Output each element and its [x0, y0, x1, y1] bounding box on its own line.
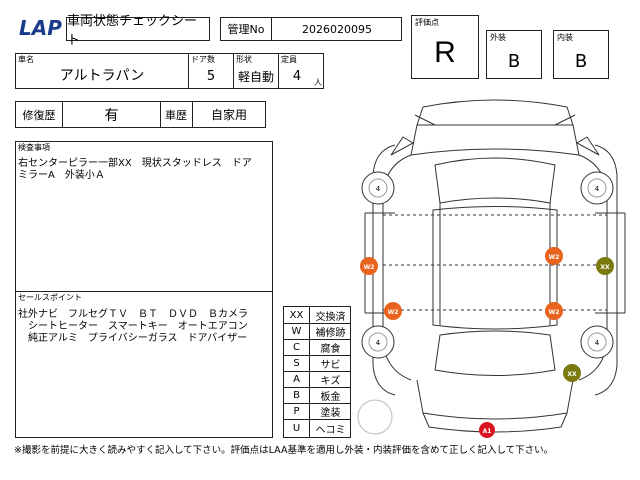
usage-history-value: 自家用 [210, 108, 247, 122]
repair-history-value: 有 [104, 107, 119, 124]
doors-label: ドア数 [191, 55, 215, 64]
svg-text:W2: W2 [549, 309, 560, 316]
inspection-sales-box: 検査事項 右センターピラー一部XX 現状スタッドレス ドア ミラーA 外装小Ａ … [15, 141, 273, 438]
tire-rr-value: 4 [595, 339, 600, 347]
legend-code: U [292, 422, 301, 434]
tire-front-right [580, 171, 614, 205]
legend-code: A [293, 373, 300, 385]
shape-label: 形状 [236, 55, 252, 64]
legend-meaning: ヘコミ [315, 424, 346, 436]
tire-rear-left [361, 325, 395, 359]
legend-meaning: 補修跡 [315, 327, 346, 339]
interior-label: 内装 [557, 33, 573, 42]
rating-box: 評価点 R [411, 15, 479, 79]
legend-code: B [293, 389, 300, 401]
marker-a1-front [479, 422, 495, 438]
legend-meaning: 塗装 [320, 407, 341, 419]
lap-logo-icon: LAP [19, 16, 62, 40]
car-outline-icon [364, 99, 626, 433]
marker-w2-right-front [545, 247, 563, 265]
svg-text:A1: A1 [483, 428, 492, 435]
marker-w2-right-rear [545, 302, 563, 320]
history-box: 修復歴 有 車歴 自家用 [15, 101, 266, 128]
marker-xx-pillar [596, 257, 614, 275]
legend-meaning: 腐食 [320, 343, 341, 355]
svg-text:XX: XX [567, 371, 577, 378]
stamp-circle-icon [357, 399, 393, 435]
rating-value: R [434, 36, 456, 69]
tire-rear-right [580, 325, 614, 359]
car-name-label: 車名 [18, 55, 34, 64]
exterior-grade-value: B [507, 50, 521, 72]
shape-value: 軽自動 [237, 69, 274, 84]
svg-text:W2: W2 [388, 309, 399, 316]
inspection-notes: 右センターピラー一部XX 現状スタッドレス ドア ミラーA 外装小Ａ [18, 158, 272, 182]
sales-points-label: セールスポイント [18, 293, 82, 302]
legend-meaning: 板金 [320, 391, 341, 403]
mgmt-no-value: 2026020095 [302, 22, 372, 36]
sales-line-2: シートヒーター スマートキー オートエアコン [18, 321, 248, 332]
svg-text:W2: W2 [549, 254, 560, 261]
exterior-label: 外装 [490, 33, 506, 42]
lap-logo: LAP [17, 15, 69, 40]
car-diagram: 4 4 4 4 W2 W2 W2 W2 XX XX A1 [360, 99, 626, 438]
capacity-label: 定員 [281, 55, 297, 64]
marker-xx-mirror [563, 364, 581, 382]
damage-legend: XX 交換済 W 補修跡 C 腐食 S サビ A キズ B 板金 P 塗装 U … [283, 306, 351, 438]
legend-meaning: キズ [320, 375, 341, 387]
legend-code: W [291, 325, 302, 337]
mgmt-no-label: 管理No [227, 23, 265, 36]
svg-text:W2: W2 [364, 264, 375, 271]
sheet-title-box: 車両状態チェックシート [66, 14, 210, 48]
sheet-title: 車両状態チェックシート [67, 14, 198, 48]
interior-grade-value: B [574, 50, 588, 72]
inspection-label: 検査事項 [18, 143, 50, 152]
legend-code: XX [289, 309, 304, 321]
sales-line-3: 純正アルミ プライバシーガラス ドアバイザー [18, 333, 248, 344]
interior-grade-box: 内装 B [553, 30, 609, 79]
doors-value: 5 [206, 68, 216, 84]
marker-w2-left-rear [384, 302, 402, 320]
legend-code: P [293, 405, 300, 417]
sales-line-1: 社外ナビ フルセグＴＶ ＢＴ ＤＶＤ Ｂカメラ [18, 309, 248, 320]
legend-meaning: 交換済 [315, 311, 346, 323]
exterior-grade-box: 外装 B [486, 30, 542, 79]
rating-label: 評価点 [415, 18, 439, 27]
capacity-value: 4 [292, 68, 302, 84]
tire-rl-value: 4 [376, 339, 381, 347]
mgmt-no-box: 管理No 2026020095 [220, 17, 402, 41]
car-name: アルトラパン [59, 68, 145, 84]
tire-fl-value: 4 [376, 185, 381, 193]
svg-text:XX: XX [600, 264, 610, 271]
usage-history-label: 車歴 [165, 108, 187, 122]
repair-history-label: 修復歴 [22, 108, 56, 122]
tire-front-left [361, 171, 395, 205]
footer-note: ※撮影を前提に大きく読みやすく記入して下さい。評価点はLAA基準を適用し外装・内… [14, 445, 554, 456]
legend-meaning: サビ [320, 359, 341, 371]
sales-points: 社外ナビ フルセグＴＶ ＢＴ ＤＶＤ Ｂカメラ シートヒーター スマートキー オ… [18, 309, 272, 345]
svg-text:LAP: LAP [19, 16, 62, 39]
inspection-line-2: ミラーA 外装小Ａ [18, 170, 105, 181]
legend-code: C [293, 341, 300, 353]
marker-w2-left-front [360, 257, 378, 275]
inspection-line-1: 右センターピラー一部XX 現状スタッドレス ドア [18, 158, 252, 169]
vehicle-info-box: 車名 アルトラパン ドア数 5 形状 軽自動 定員 4 人 [15, 53, 324, 89]
tire-fr-value: 4 [595, 185, 600, 193]
legend-code: S [293, 357, 300, 369]
capacity-unit: 人 [314, 78, 322, 87]
